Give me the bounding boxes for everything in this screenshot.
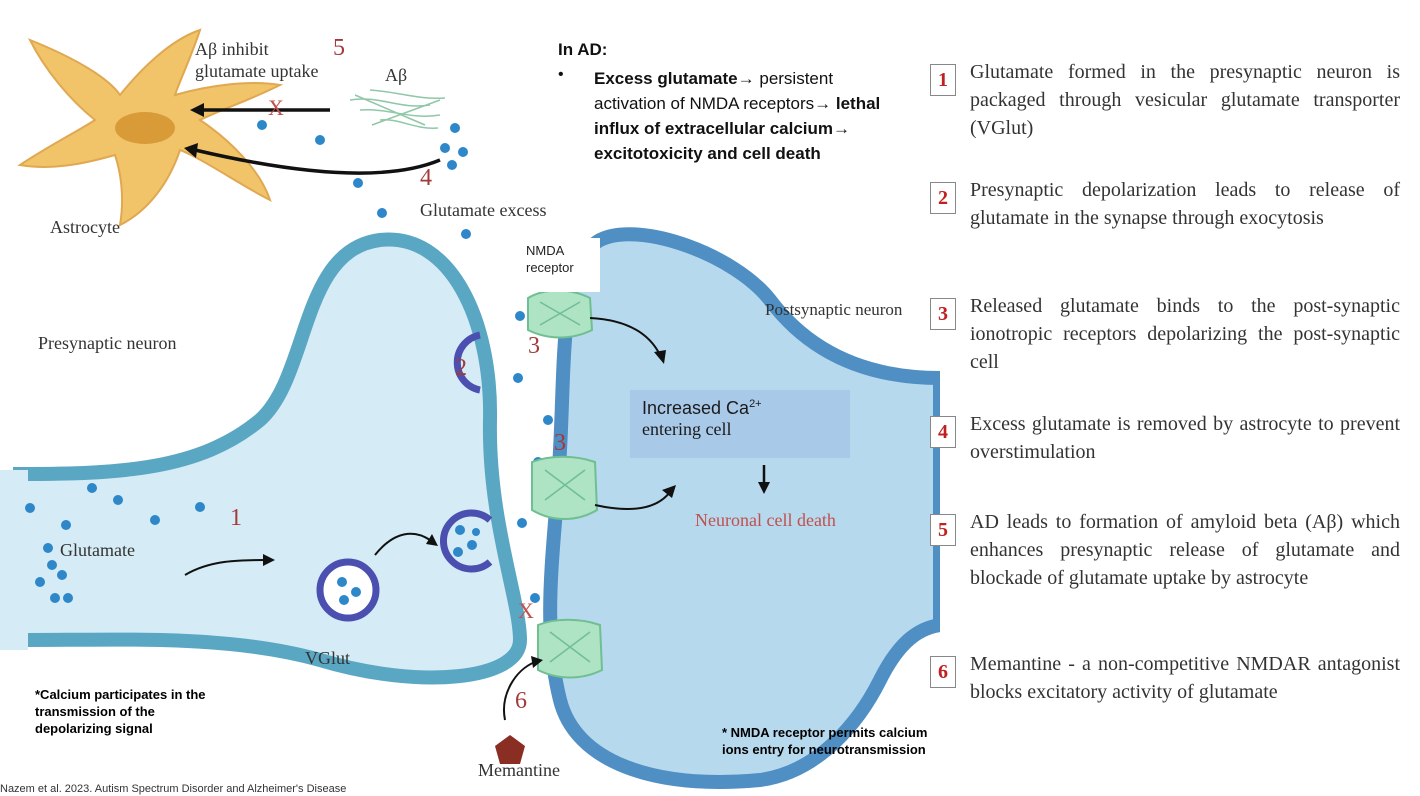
ad-panel: In AD: • Excess glutamate→ persistent ac…: [558, 40, 908, 166]
glutamate-excess-dots: [257, 120, 553, 603]
step-2: 2 Presynaptic depolarization leads to re…: [930, 176, 1400, 232]
arrow-vglut: [374, 532, 431, 556]
step-4: 4 Excess glutamate is removed by astrocy…: [930, 410, 1400, 466]
astrocyte-cell: [17, 28, 284, 227]
arrow-memantine: [503, 661, 536, 721]
arrow-step1: [184, 559, 266, 576]
ca-box-line2: entering cell: [642, 419, 732, 439]
arrow-receptor-middle: [594, 491, 671, 511]
step-text-3: Released glutamate binds to the post-syn…: [970, 295, 1400, 373]
calcium-note: *Calcium participates in the transmissio…: [35, 687, 206, 736]
ad-heading: In AD:: [558, 40, 608, 59]
memantine-icon: [495, 735, 525, 764]
presynaptic-neuron: [13, 232, 528, 685]
arrow-receptor-top: [589, 317, 661, 356]
vglut-vesicle: [316, 558, 380, 622]
postsynaptic-label: Postsynaptic neuron: [765, 300, 903, 319]
step-text-5: AD leads to formation of amyloid beta (A…: [970, 511, 1400, 589]
diagram-number-3b: 3: [554, 430, 566, 456]
memantine-label: Memantine: [478, 760, 560, 780]
step-text-4: Excess glutamate is removed by astrocyte…: [970, 413, 1400, 463]
abeta-inhibit-line2: glutamate uptake: [195, 61, 319, 81]
neuronal-death-label: Neuronal cell death: [695, 510, 836, 530]
nmda-receptor-label: NMDA receptor: [520, 238, 600, 292]
nmda-receptor-top: [527, 289, 594, 339]
increased-calcium-box: Increased Ca2+ entering cell: [630, 390, 850, 458]
step-number-3: 3: [930, 298, 956, 330]
glutamate-dots: [25, 483, 205, 603]
step-number-1: 1: [930, 64, 956, 96]
abeta-label: Aβ: [385, 65, 408, 85]
presynaptic-label: Presynaptic neuron: [38, 333, 177, 353]
diagram-number-2: 2: [455, 355, 467, 381]
step-text-6: Memantine - a non-competitive NMDAR anta…: [970, 653, 1400, 703]
release-vesicle: [453, 331, 481, 394]
step-number-2: 2: [930, 182, 956, 214]
diagram-number-6: 6: [515, 688, 527, 714]
arrow-uptake-4: [194, 148, 441, 175]
step-number-4: 4: [930, 416, 956, 448]
citation: Nazem et al. 2023. Autism Spectrum Disor…: [0, 783, 347, 795]
step-text-2: Presynaptic depolarization leads to rele…: [970, 179, 1400, 229]
nmda-receptor-middle: [531, 455, 599, 520]
nmda-receptor-bottom: [537, 618, 604, 679]
ad-bullet: •: [558, 66, 564, 83]
diagram-number-1: 1: [230, 505, 242, 531]
block-mark-astrocyte: X: [268, 95, 284, 120]
step-text-1: Glutamate formed in the presynaptic neur…: [970, 61, 1400, 139]
step-1: 1 Glutamate formed in the presynaptic ne…: [930, 58, 1400, 142]
step-number-5: 5: [930, 514, 956, 546]
step-number-6: 6: [930, 656, 956, 688]
postsynaptic-neuron: [543, 227, 940, 789]
diagram-number-3a: 3: [528, 333, 540, 359]
ad-body: Excess glutamate→ persistent activation …: [594, 69, 881, 163]
diagram-number-4: 4: [420, 165, 432, 191]
synapse-diagram: [0, 28, 940, 789]
step-5: 5 AD leads to formation of amyloid beta …: [930, 508, 1400, 592]
astrocyte-label: Astrocyte: [50, 217, 120, 237]
ca-box-line1: Increased Ca2+: [642, 398, 762, 418]
exocytosis-vesicle: [439, 509, 493, 573]
vglut-label: VGlut: [305, 648, 350, 668]
abeta-inhibit-label: Aβ inhibit glutamate uptake: [195, 38, 318, 82]
amyloid-beta-fibrils: [349, 89, 446, 129]
step-3: 3 Released glutamate binds to the post-s…: [930, 292, 1400, 376]
diagram-number-5: 5: [333, 35, 345, 61]
glutamate-excess-label: Glutamate excess: [420, 200, 547, 220]
nmda-note: * NMDA receptor permits calcium ions ent…: [722, 725, 928, 757]
abeta-inhibit-line1: Aβ inhibit: [195, 39, 269, 59]
glutamate-label: Glutamate: [60, 540, 135, 560]
step-6: 6 Memantine - a non-competitive NMDAR an…: [930, 650, 1400, 706]
block-mark-receptor: X: [518, 598, 534, 623]
